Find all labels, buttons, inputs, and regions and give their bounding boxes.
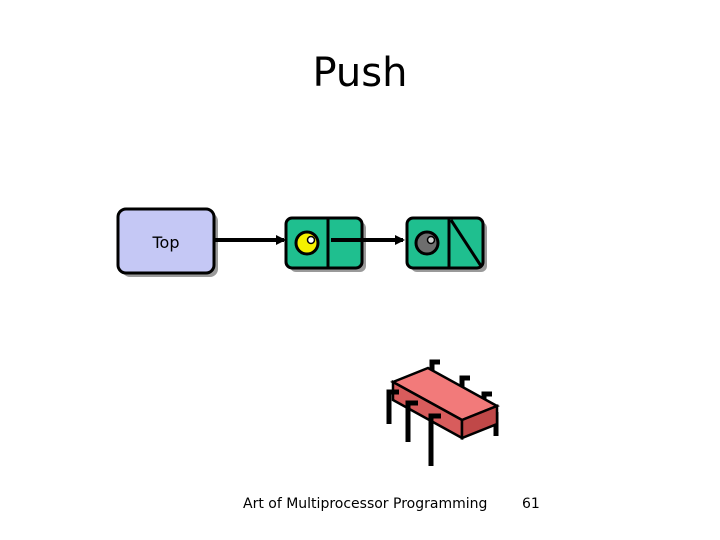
null-pointer-icon [449,219,483,267]
page-number: 61 [522,496,540,512]
top-pointer-box: Top [116,207,218,277]
top-label: Top [152,233,180,252]
footer-text: Art of Multiprocessor Programming [243,496,488,512]
slide-title: Push [312,50,408,96]
old-item-icon [414,230,440,256]
new-item-icon [294,230,320,256]
existing-stack-node [405,216,487,272]
new-stack-node [284,216,366,272]
cpu-chip-icon [386,359,500,466]
